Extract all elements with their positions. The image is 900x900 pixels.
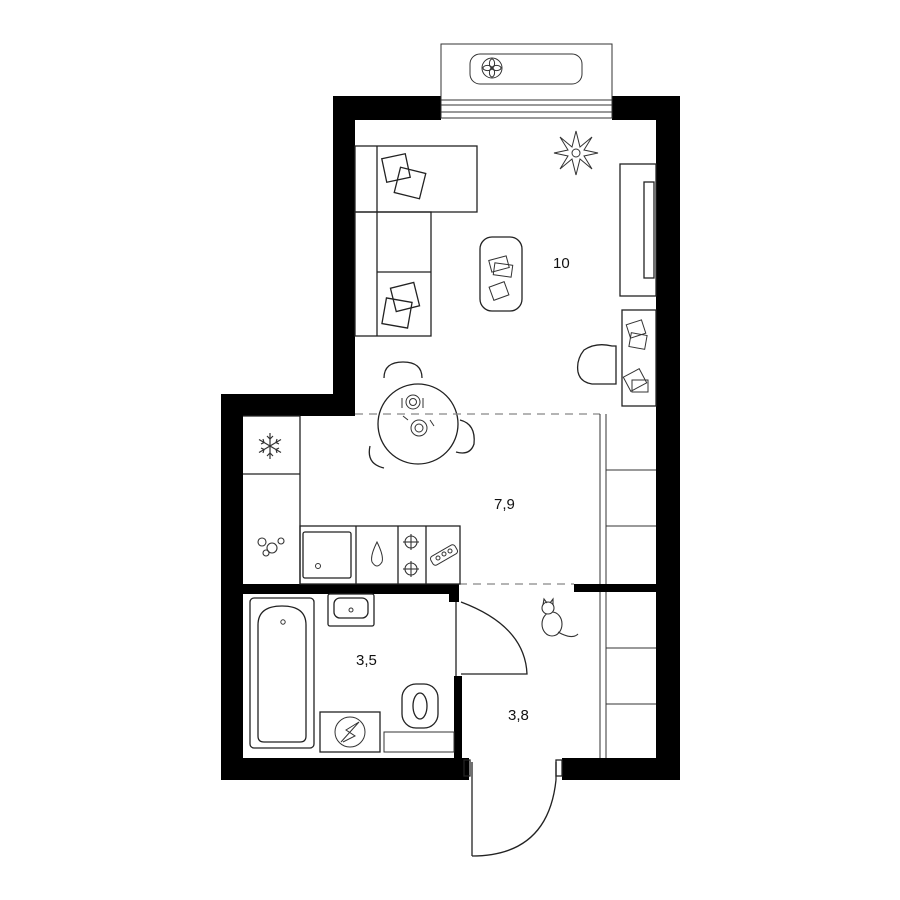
room-area-bathroom: 3,5 (356, 652, 377, 669)
stove-icon (403, 534, 419, 577)
room-area-living: 10 (553, 255, 570, 272)
bathtub (249, 597, 315, 749)
kitchen-appliance (429, 544, 459, 566)
sink-icon (371, 540, 383, 567)
dining-table (368, 361, 475, 469)
kitchen-bottom-counter (299, 525, 461, 585)
tv-unit (619, 163, 657, 297)
washing-machine (319, 711, 381, 753)
walls (221, 96, 680, 780)
corner-sofa (354, 145, 478, 337)
coffee-table (479, 236, 523, 312)
fan-icon (481, 57, 503, 79)
toilet-icon (383, 683, 455, 753)
bathroom-sink (327, 593, 375, 627)
entrance-door (463, 759, 563, 857)
work-desk (621, 309, 657, 407)
snowflake-icon (258, 433, 282, 459)
wardrobe (599, 414, 656, 758)
room-area-kitchen: 7,9 (494, 496, 515, 513)
cat-icon (541, 597, 579, 638)
kitchen-left-counter (243, 415, 301, 584)
plant-icon (553, 130, 599, 176)
desk-chair (576, 344, 617, 385)
bathroom-door (455, 601, 528, 676)
balcony-window (440, 43, 613, 119)
room-area-hallway: 3,8 (508, 707, 529, 724)
washer-icon (257, 537, 285, 557)
